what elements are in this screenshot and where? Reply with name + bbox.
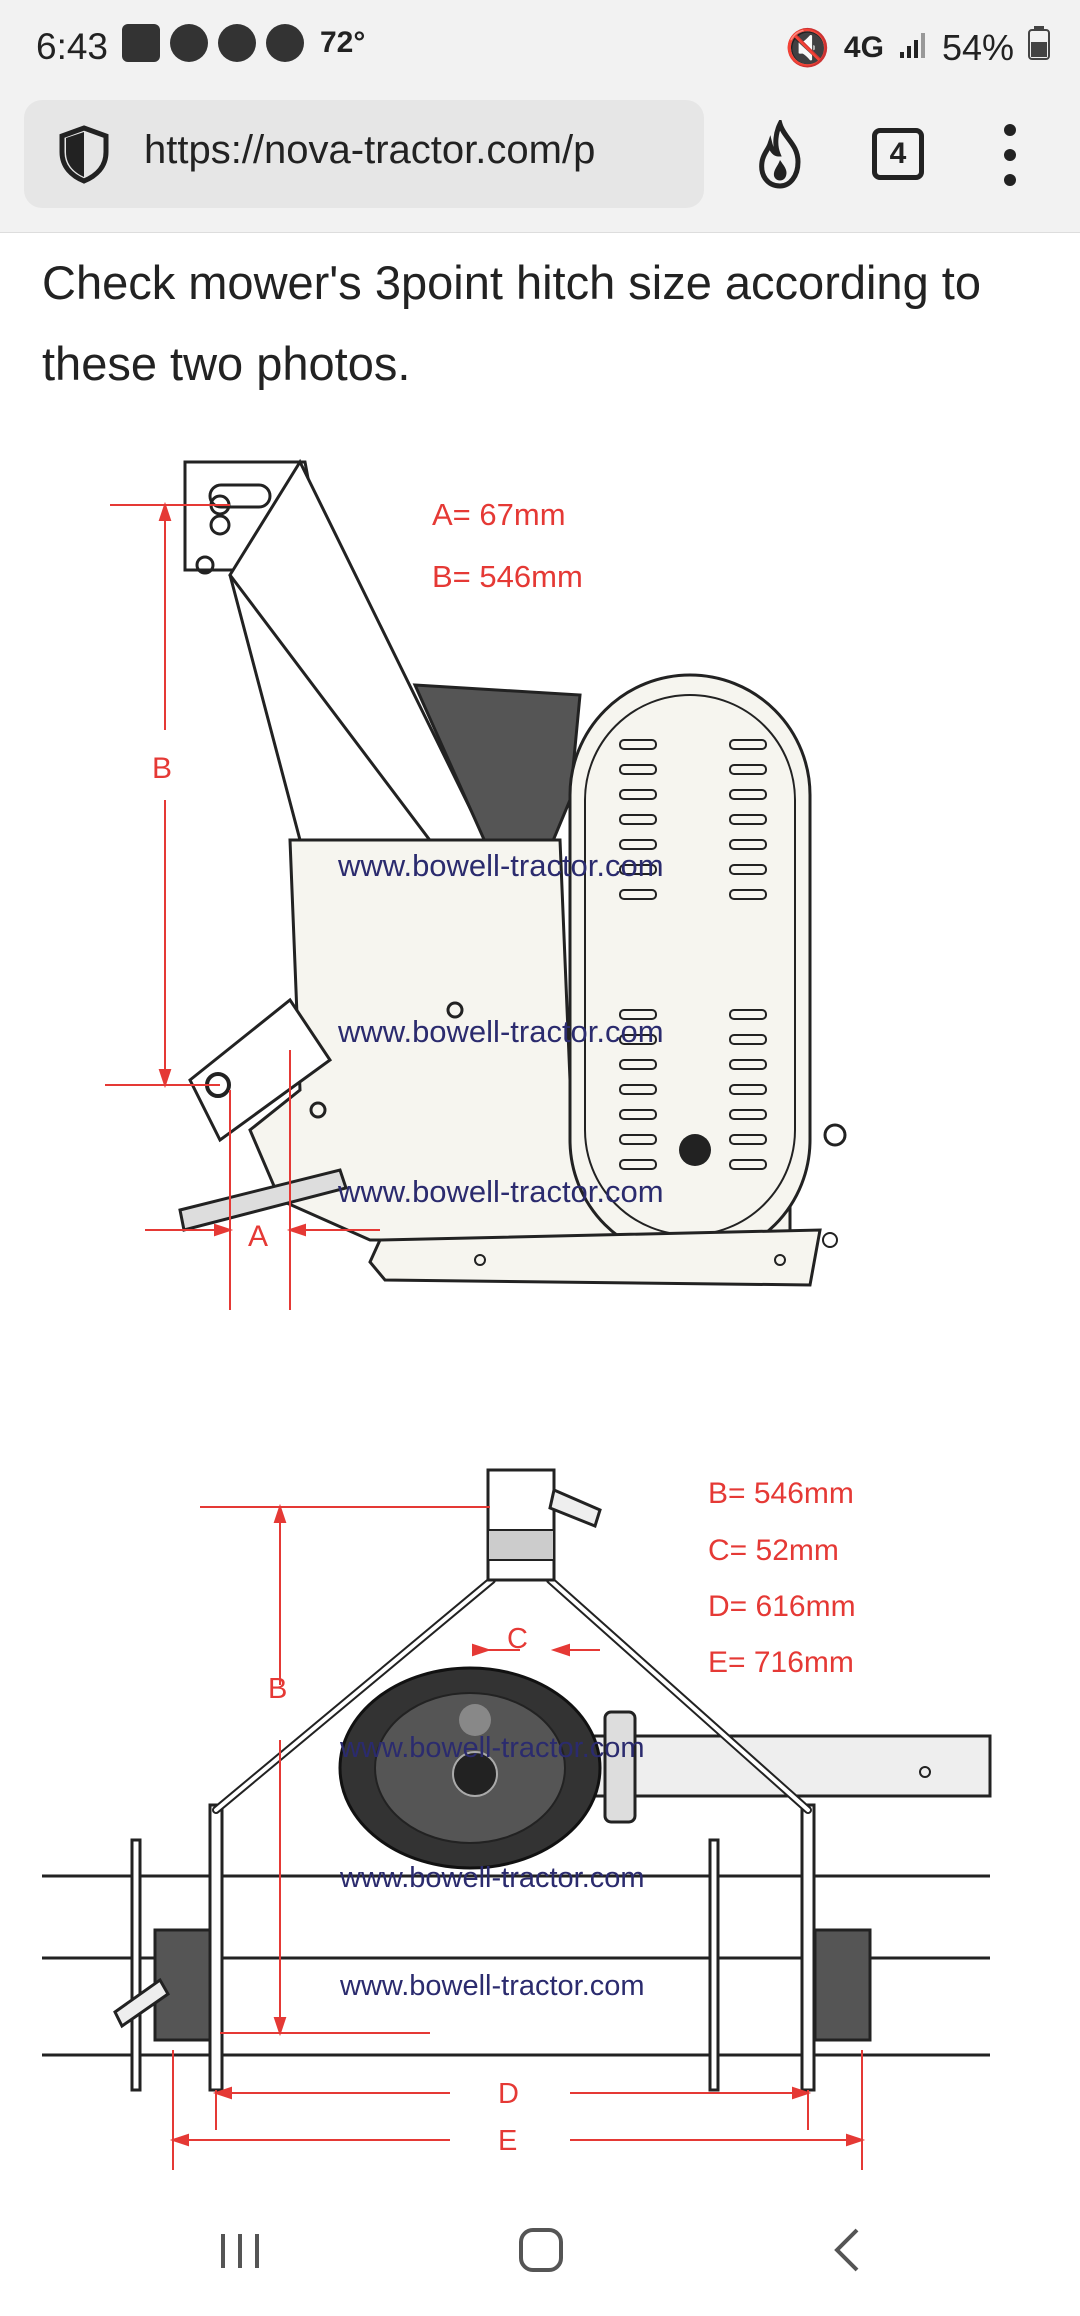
- spec-a: A= 67mm: [432, 497, 566, 532]
- notification-icons: 72°: [122, 24, 365, 62]
- system-status: 🔇 4G 54%: [785, 26, 1050, 69]
- spec-c: C= 52mm: [708, 1534, 839, 1567]
- signal-icon: [898, 27, 928, 69]
- battery-icon: [1028, 26, 1050, 69]
- dimension-label-b: B: [268, 1673, 287, 1705]
- weather-icon: [266, 24, 304, 62]
- spec-e: E= 716mm: [708, 1646, 854, 1679]
- spec-d: D= 616mm: [708, 1590, 856, 1623]
- watermark: www.bowell-tractor.com: [339, 1732, 645, 1764]
- system-navigation-bar: [0, 2196, 1080, 2316]
- watermark: www.bowell-tractor.com: [339, 1970, 645, 2002]
- battery-percent: 54%: [941, 26, 1014, 68]
- watermark: www.bowell-tractor.com: [337, 1174, 664, 1209]
- mower-side-view-diagram: B A A= 67mm B= 546mm www.bowell-tractor.…: [105, 458, 847, 1310]
- dimension-label-e: E: [498, 2125, 517, 2157]
- sync-icon: [218, 24, 256, 62]
- status-bar: 6:43 72° 🔇 4G 54%: [0, 0, 1080, 96]
- mower-front-view-diagram: B C D E B= 546mm C= 52mm D= 616mm E= 716…: [42, 1468, 992, 2170]
- network-indicator: 4G: [843, 30, 884, 64]
- back-button[interactable]: [825, 2224, 869, 2276]
- status-time: 6:43: [36, 26, 109, 67]
- status-temperature: 72°: [320, 26, 366, 59]
- no-wifi-icon: [170, 24, 208, 62]
- recent-apps-button[interactable]: [215, 2226, 265, 2276]
- dimension-label-b: B: [152, 752, 172, 785]
- dimension-label-d: D: [498, 2078, 519, 2110]
- url-text[interactable]: https://nova-tractor.com/p: [144, 128, 596, 172]
- browser-toolbar: https://nova-tractor.com/p: [0, 96, 1080, 233]
- spec-b: B= 546mm: [432, 559, 583, 594]
- watermark: www.bowell-tractor.com: [339, 1862, 645, 1894]
- vent-slots: [619, 739, 767, 1170]
- home-button[interactable]: [515, 2224, 567, 2276]
- spec-b: B= 546mm: [708, 1477, 854, 1510]
- address-bar[interactable]: https://nova-tractor.com/p: [24, 100, 704, 208]
- shield-icon[interactable]: [54, 124, 114, 184]
- tab-count-button[interactable]: 4: [872, 128, 924, 180]
- article-text: Check mower's 3point hitch size accordin…: [42, 256, 981, 390]
- mute-icon: 🔇: [785, 26, 830, 68]
- call-filter-icon: [122, 24, 160, 62]
- watermark: www.bowell-tractor.com: [337, 848, 664, 883]
- dimension-label-c: C: [507, 1623, 528, 1655]
- dimension-label-a: A: [248, 1220, 268, 1253]
- watermark: www.bowell-tractor.com: [337, 1014, 664, 1049]
- fire-icon[interactable]: [750, 120, 812, 190]
- more-options-button[interactable]: [1000, 124, 1020, 188]
